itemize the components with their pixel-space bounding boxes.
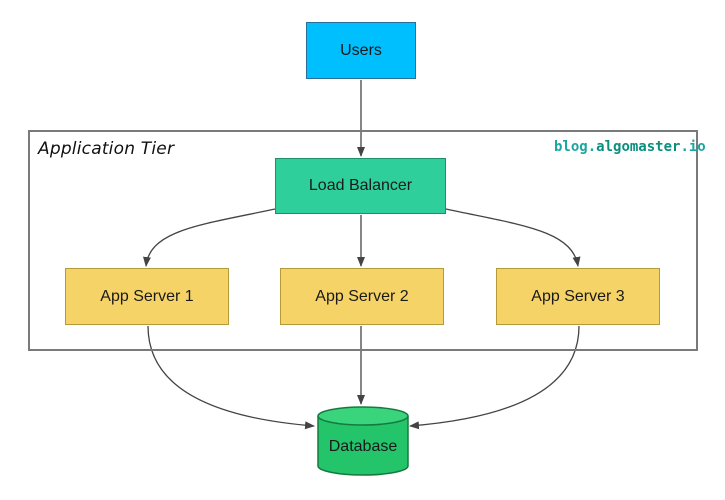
arrow-app1-to-db <box>147 325 315 430</box>
database-icon <box>317 406 409 476</box>
users-node: Users <box>306 22 416 79</box>
app-server-3-label: App Server 3 <box>531 287 625 305</box>
brand-part-io: .io <box>680 139 706 155</box>
arrow-lb-to-app1 <box>143 208 276 267</box>
app-server-3-node: App Server 3 <box>496 268 660 325</box>
app-server-2-node: App Server 2 <box>280 268 444 325</box>
brand-watermark: blog.algomaster.io <box>554 139 706 155</box>
load-balancer-label: Load Balancer <box>308 177 413 194</box>
app-server-1-node: App Server 1 <box>65 268 229 325</box>
load-balancer-node: Load Balancer <box>275 158 446 214</box>
application-tier-label: Application Tier <box>38 139 175 159</box>
application-tier-boundary <box>28 130 698 351</box>
app-server-2-label: App Server 2 <box>315 287 409 305</box>
arrow-lb-to-app3 <box>445 208 581 267</box>
app-server-1-label: App Server 1 <box>100 287 194 305</box>
brand-part-algomaster: algomaster <box>596 139 681 155</box>
database-label: Database <box>328 438 398 455</box>
arrow-app3-to-db <box>409 325 580 430</box>
users-label: Users <box>340 41 382 59</box>
brand-part-blog: blog. <box>554 139 597 155</box>
